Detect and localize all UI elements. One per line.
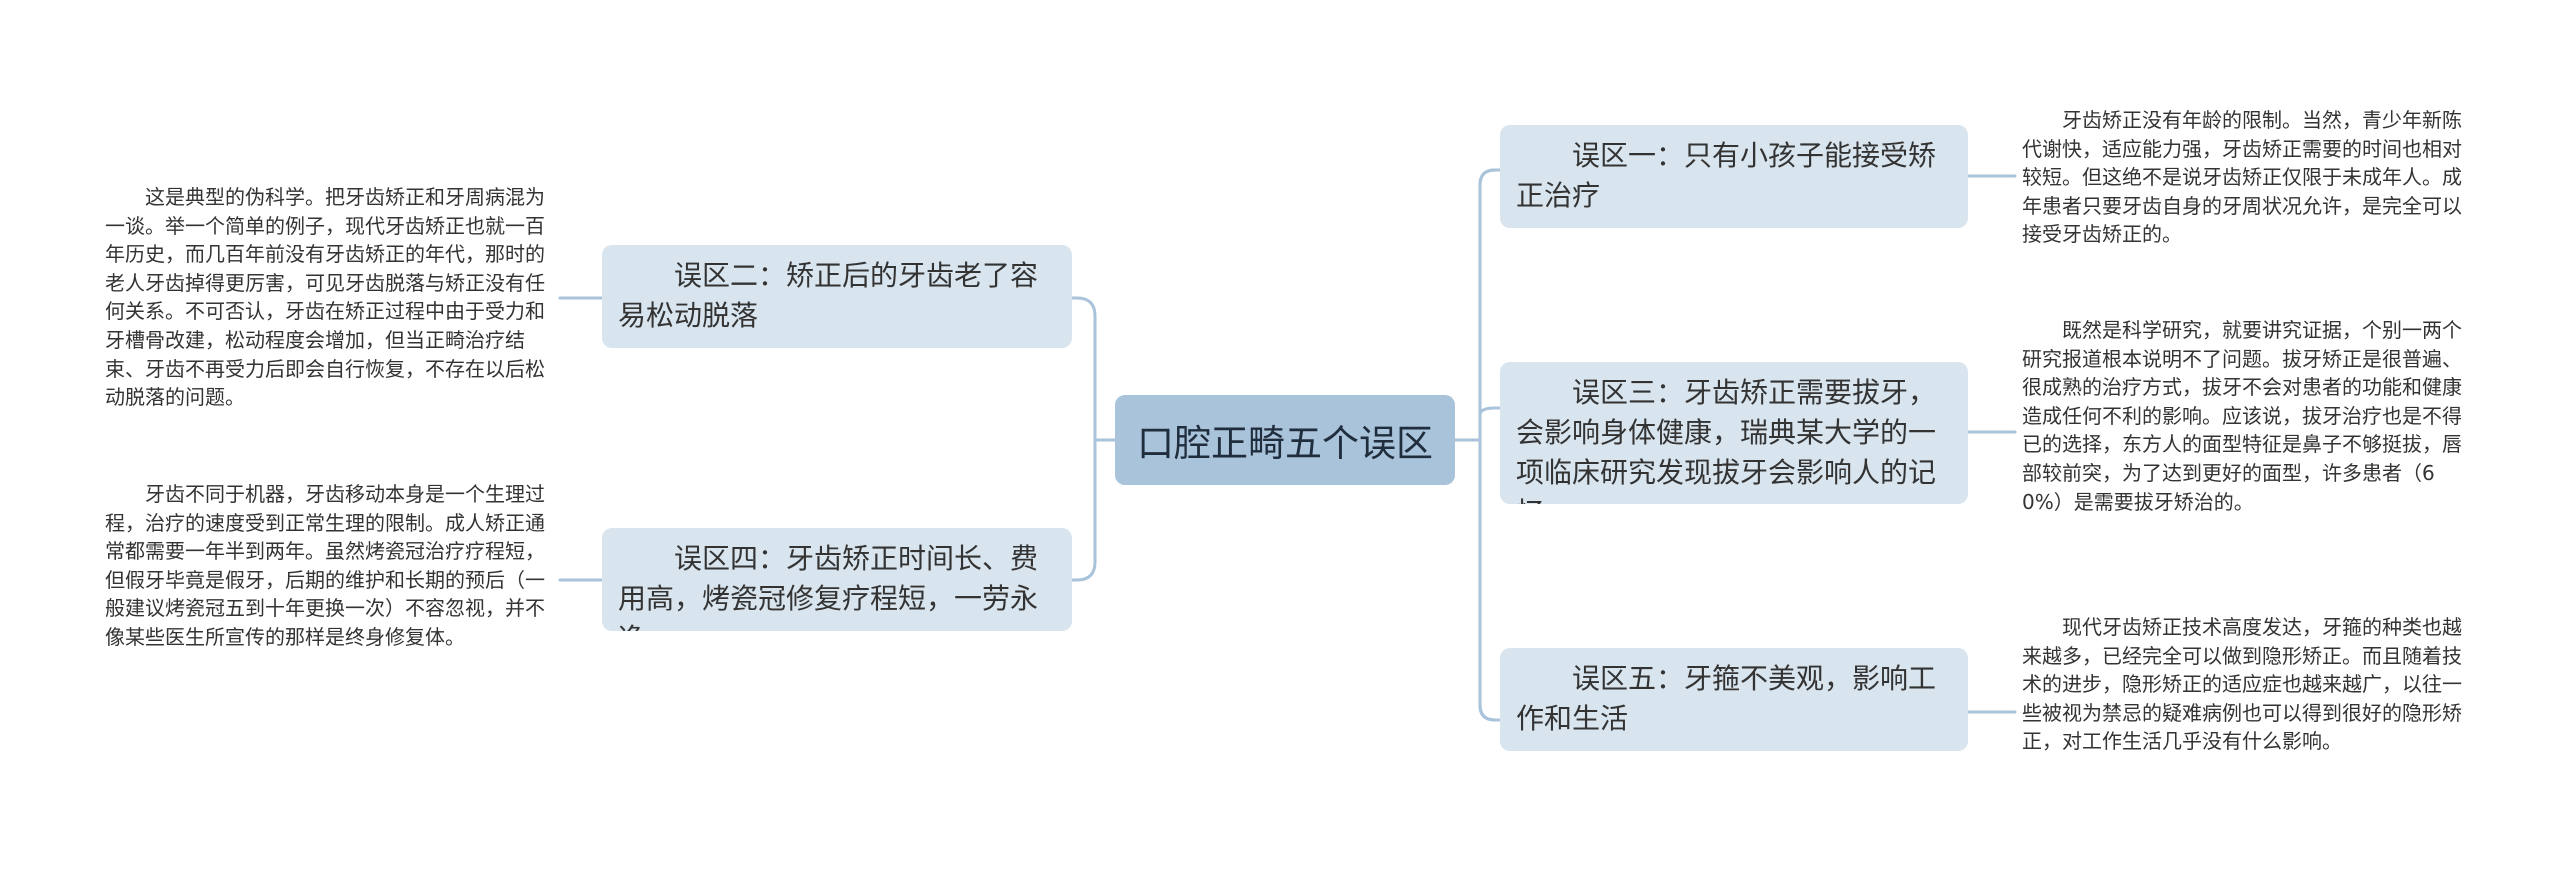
branch-2-topic[interactable]: 误区二：矫正后的牙齿老了容易松动脱落 — [602, 245, 1072, 348]
branch-5-label: 误区五：牙箍不美观，影响工作和生活 — [1516, 662, 1937, 735]
connector-right-trunk — [1478, 168, 1497, 722]
branch-1-topic[interactable]: 误区一：只有小孩子能接受矫正治疗 — [1500, 125, 1968, 228]
branch-3-note: 既然是科学研究，就要讲究证据，个别一两个研究报道根本说明不了问题。拔牙矫正是很普… — [2022, 318, 2462, 514]
branch-4-topic[interactable]: 误区四：牙齿矫正时间长、费用高，烤瓷冠修复疗程短，一劳永逸 — [602, 528, 1072, 631]
branch-5-topic[interactable]: 误区五：牙箍不美观，影响工作和生活 — [1500, 648, 1968, 751]
connector-to-branch-3 — [1478, 406, 1502, 417]
branch-5-note: 现代牙齿矫正技术高度发达，牙箍的种类也越来越多，已经完全可以做到隐形矫正。而且随… — [2022, 615, 2462, 754]
branch-3-topic[interactable]: 误区三：牙齿矫正需要拔牙，会影响身体健康，瑞典某大学的一项临床研究发现拔牙会影响… — [1500, 362, 1968, 504]
branch-1-note: 牙齿矫正没有年龄的限制。当然，青少年新陈代谢快，适应能力强，牙齿矫正需要的时间也… — [2022, 108, 2462, 247]
central-topic-label: 口腔正畸五个误区 — [1137, 422, 1433, 465]
branch-3-label: 误区三：牙齿矫正需要拔牙，会影响身体健康，瑞典某大学的一项临床研究发现拔牙会影响… — [1516, 376, 1937, 504]
branch-2-label: 误区二：矫正后的牙齿老了容易松动脱落 — [618, 259, 1039, 332]
connector-to-branch-1 — [1478, 168, 1502, 187]
connector-to-branch-5 — [1478, 703, 1502, 722]
branch-4-note: 牙齿不同于机器，牙齿移动本身是一个生理过程，治疗的速度受到正常生理的限制。成人矫… — [105, 482, 545, 649]
branch-2-note: 这是典型的伪科学。把牙齿矫正和牙周病混为一谈。举一个简单的例子，现代牙齿矫正也就… — [105, 185, 545, 410]
branch-1-label: 误区一：只有小孩子能接受矫正治疗 — [1516, 139, 1937, 212]
branch-4-label: 误区四：牙齿矫正时间长、费用高，烤瓷冠修复疗程短，一劳永逸 — [618, 542, 1039, 631]
connector-left-trunk — [1075, 296, 1097, 582]
central-topic[interactable]: 口腔正畸五个误区 — [1115, 395, 1455, 485]
